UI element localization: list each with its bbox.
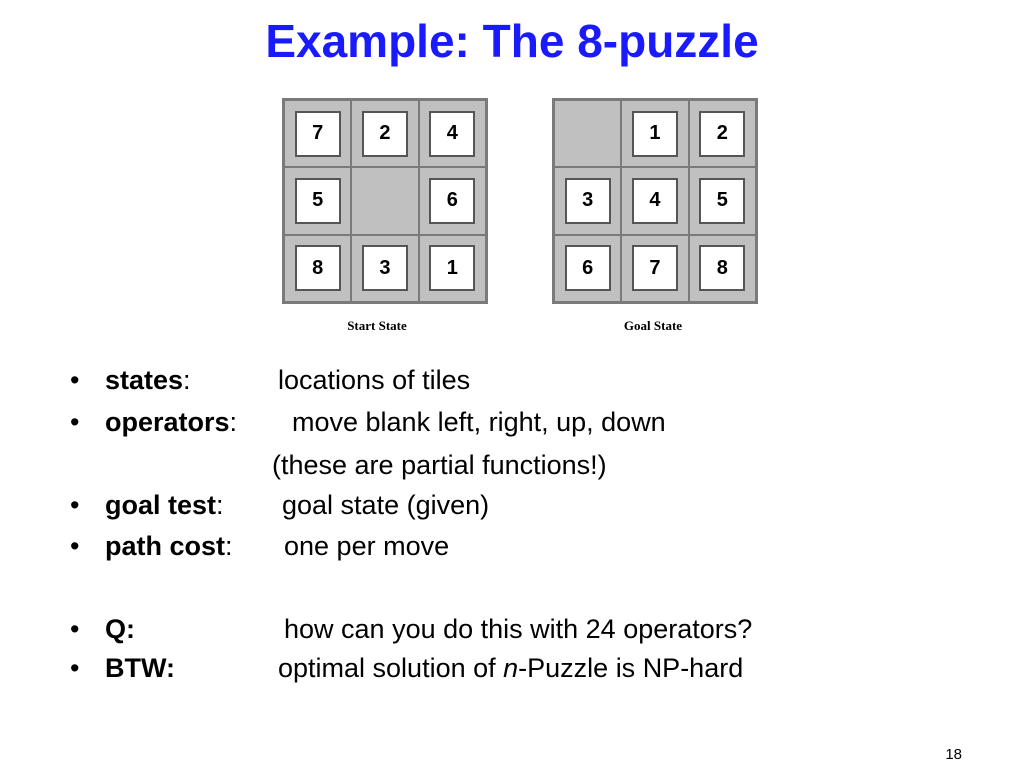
board-cell: 3 xyxy=(554,167,622,235)
term-text: goal test xyxy=(105,490,217,520)
page-number: 18 xyxy=(945,746,962,763)
bullet-term: path cost: xyxy=(105,533,233,560)
board-cell xyxy=(554,100,622,168)
puzzle-tile: 8 xyxy=(294,245,341,292)
slide-title: Example: The 8-puzzle xyxy=(265,15,759,67)
puzzle-tile: 3 xyxy=(361,245,408,292)
bullet-marker: • xyxy=(70,365,80,395)
board-cell: 2 xyxy=(351,100,419,168)
bullet-term: BTW: xyxy=(105,653,175,683)
board-cell: 4 xyxy=(621,167,689,235)
goal-state-caption: Goal State xyxy=(623,318,683,333)
board-cell: 6 xyxy=(418,167,486,235)
puzzle-tile: 1 xyxy=(429,245,476,292)
bullet-term: Q: xyxy=(105,614,135,644)
bullet-description: how can you do this with 24 operators? xyxy=(284,614,753,644)
board-cell: 7 xyxy=(621,234,689,302)
bullet-description: one per move xyxy=(284,531,450,561)
puzzle-tile: 7 xyxy=(294,110,341,157)
puzzle-tile: 2 xyxy=(361,110,408,157)
term-separator: : xyxy=(216,490,224,520)
board-cell: 6 xyxy=(554,234,622,302)
bullet-continuation: (these are partial functions!) xyxy=(272,450,607,480)
board-cell: 4 xyxy=(418,100,486,168)
bullet-term: goal test: xyxy=(105,492,224,519)
desc-italic: n xyxy=(503,653,519,683)
puzzle-tile: 5 xyxy=(699,177,746,224)
bullet-marker: • xyxy=(70,614,80,644)
puzzle-tile: 5 xyxy=(294,177,341,224)
bullet-marker: • xyxy=(70,407,80,437)
puzzle-tile: 7 xyxy=(631,245,678,292)
puzzle-tile: 6 xyxy=(564,245,611,292)
start-state-caption: Start State xyxy=(347,318,407,333)
board-cell: 7 xyxy=(284,100,352,168)
term-text: states xyxy=(105,365,184,395)
goal-state-board: 1 2 3 4 5 6 7 8 xyxy=(552,98,758,304)
board-cell: 3 xyxy=(351,234,419,302)
desc-text: -Puzzle is NP-hard xyxy=(518,653,744,683)
bullet-term: operators: xyxy=(105,409,237,436)
board-cell: 2 xyxy=(688,100,756,168)
board-cell: 5 xyxy=(688,167,756,235)
bullet-description: optimal solution of n-Puzzle is NP-hard xyxy=(278,655,743,682)
bullet-marker: • xyxy=(70,531,80,561)
board-cell: 1 xyxy=(621,100,689,168)
term-text: path cost xyxy=(105,531,226,561)
bullet-marker: • xyxy=(70,653,80,683)
puzzle-tile: 8 xyxy=(699,245,746,292)
board-cell: 8 xyxy=(284,234,352,302)
desc-text: optimal solution of xyxy=(278,653,504,683)
puzzle-tile: 2 xyxy=(699,110,746,157)
board-cell: 5 xyxy=(284,167,352,235)
bullet-description: locations of tiles xyxy=(278,365,471,395)
term-separator: : xyxy=(183,365,191,395)
puzzle-tile: 3 xyxy=(564,177,611,224)
term-text: operators xyxy=(105,407,230,437)
board-cell: 1 xyxy=(418,234,486,302)
bullet-description: goal state (given) xyxy=(282,490,490,520)
board-cell xyxy=(351,167,419,235)
bullet-term: states: xyxy=(105,367,191,394)
board-cell: 8 xyxy=(688,234,756,302)
bullet-marker: • xyxy=(70,490,80,520)
start-state-board: 7 2 4 5 6 8 3 1 xyxy=(282,98,488,304)
puzzle-tile: 4 xyxy=(429,110,476,157)
term-separator: : xyxy=(229,407,238,437)
bullet-description: move blank left, right, up, down xyxy=(292,407,666,437)
term-separator: : xyxy=(225,531,233,561)
puzzle-tile: 1 xyxy=(631,110,678,157)
puzzle-tile: 6 xyxy=(429,177,476,224)
puzzle-tile: 4 xyxy=(631,177,678,224)
